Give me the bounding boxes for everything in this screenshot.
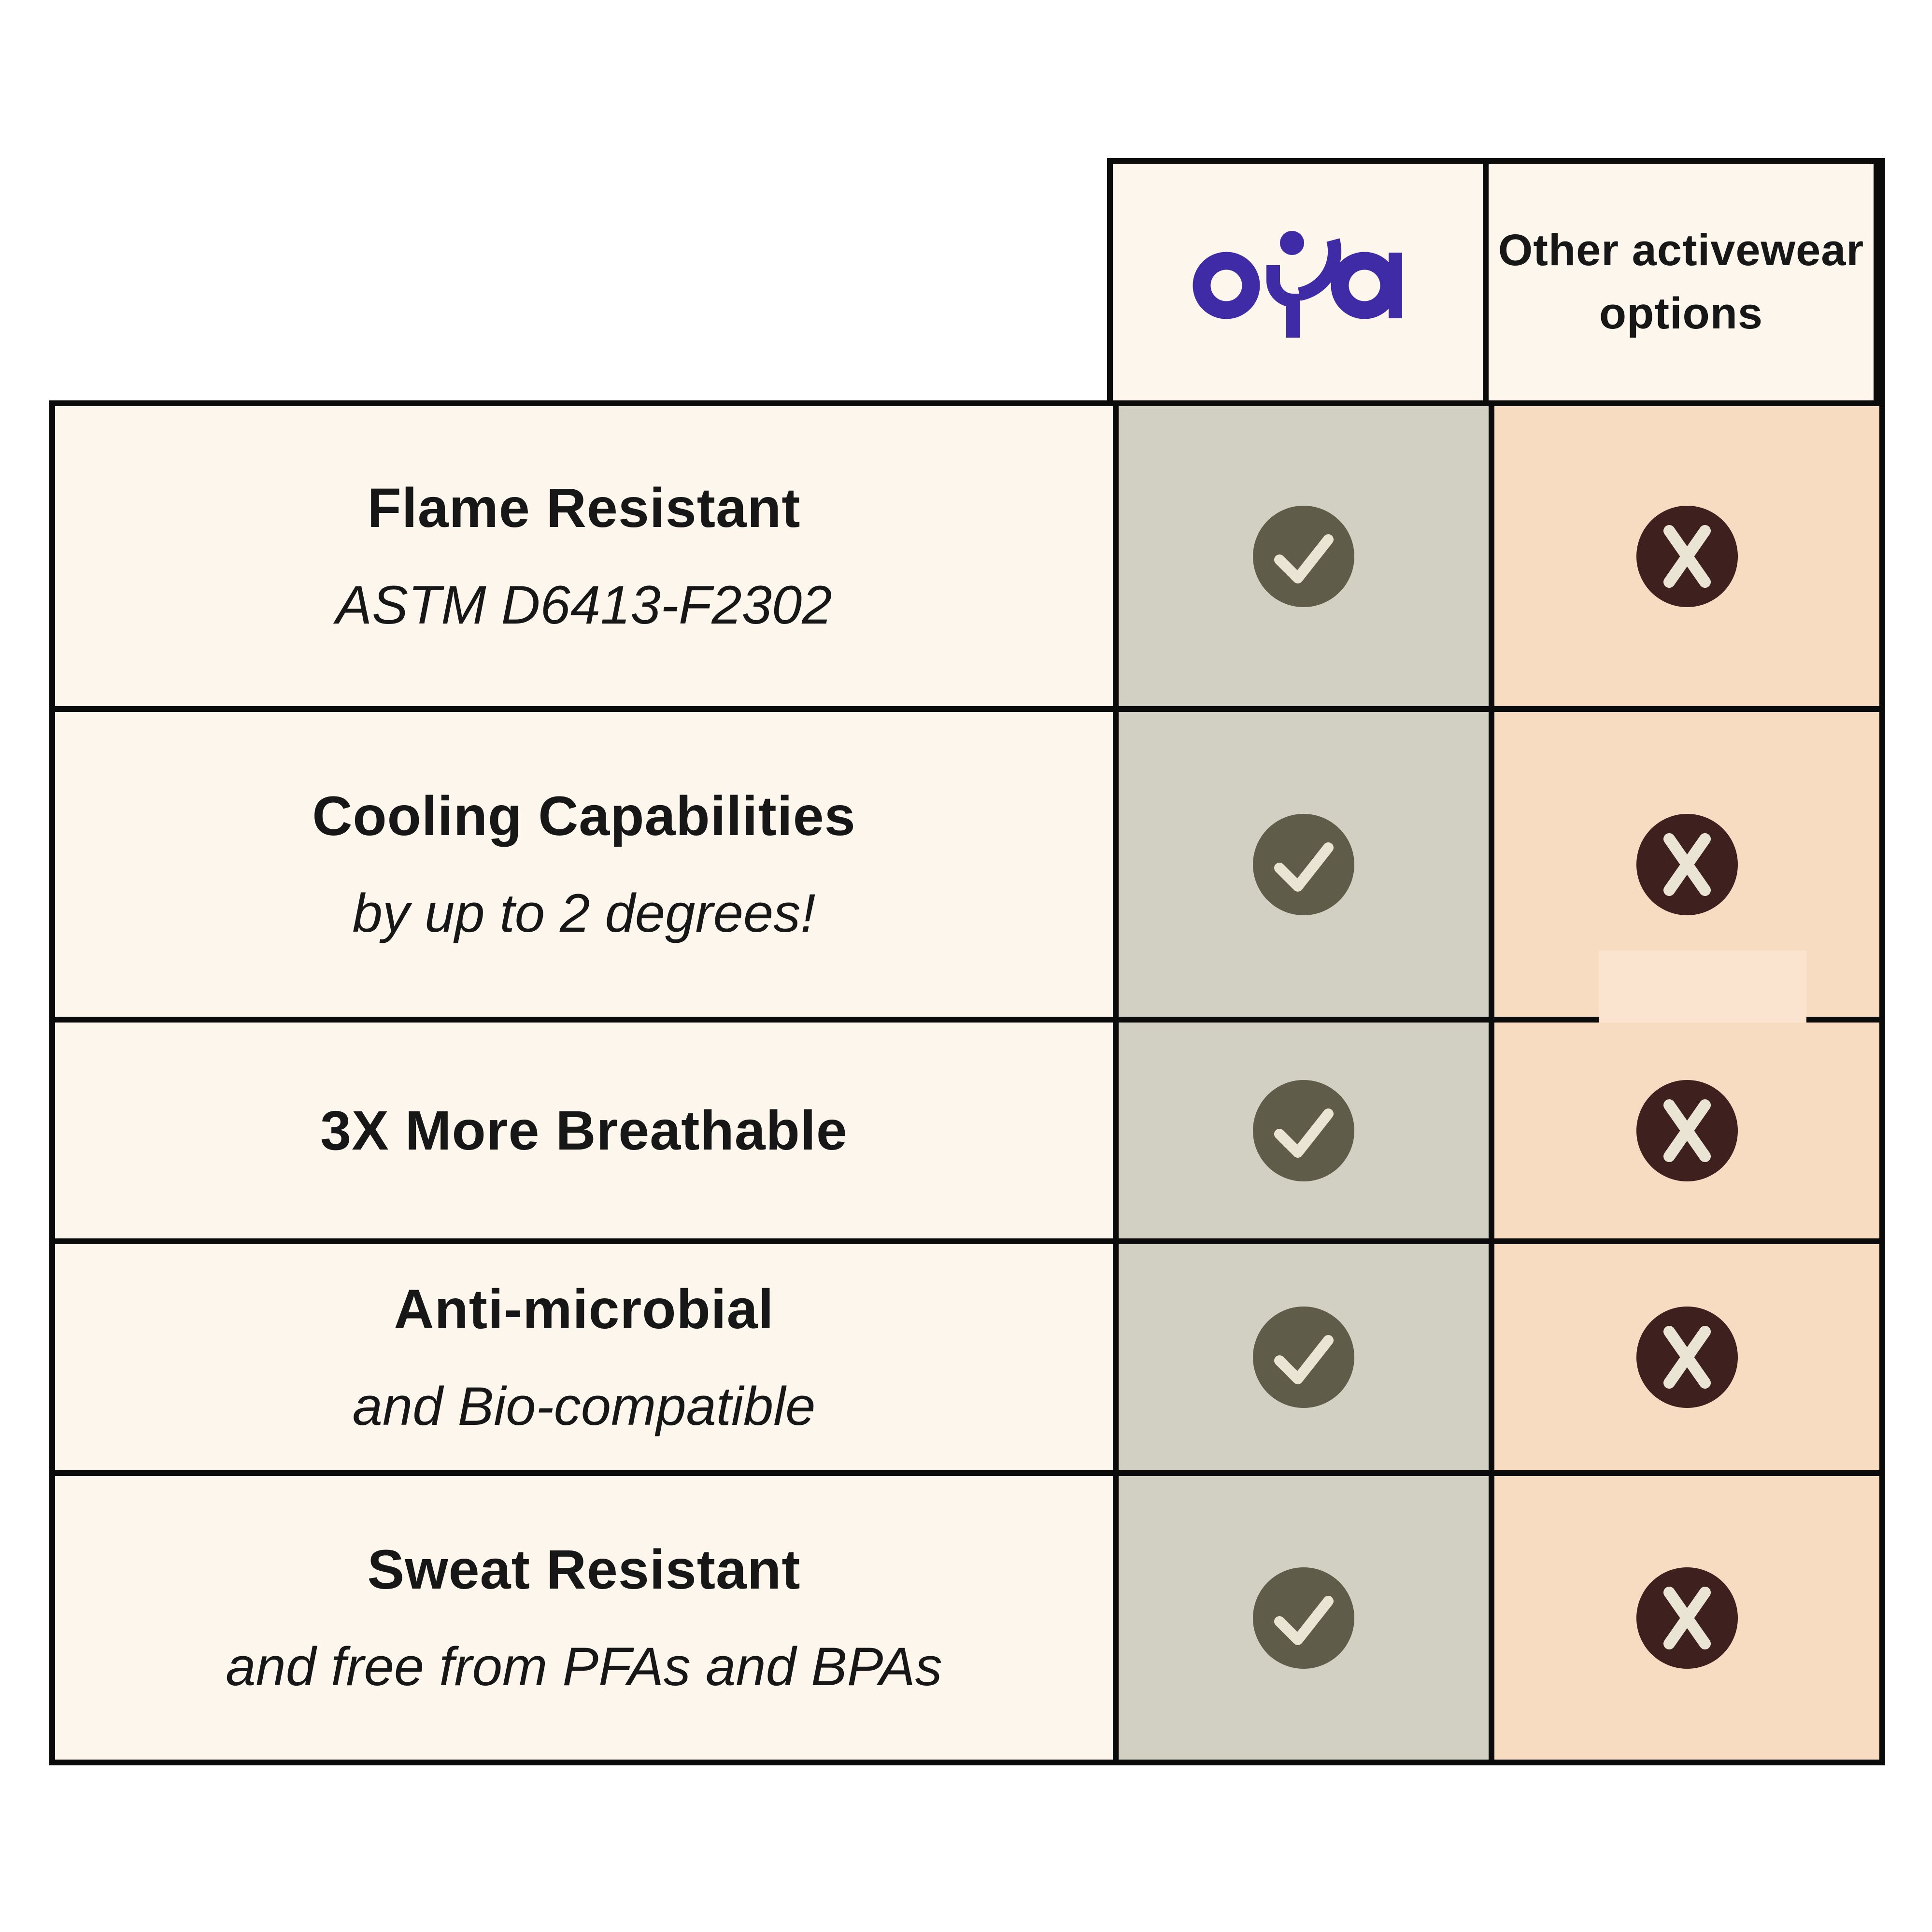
brand-value-cell	[1119, 1476, 1489, 1760]
header-brand-cell	[1113, 164, 1483, 400]
check-icon	[1253, 813, 1354, 915]
cross-icon	[1636, 813, 1738, 915]
check-icon	[1253, 1567, 1354, 1669]
brand-value-cell	[1119, 406, 1489, 706]
feature-title: 3X More Breathable	[320, 1099, 848, 1162]
table-header: Other activewear options	[1107, 158, 1885, 400]
cross-icon	[1636, 1307, 1738, 1408]
check-icon	[1253, 1080, 1354, 1181]
feature-title: Sweat Resistant	[367, 1539, 801, 1601]
feature-subtitle: and Bio-compatible	[352, 1376, 816, 1436]
feature-label-cell: Anti-microbial and Bio-compatible	[55, 1244, 1113, 1470]
brand-value-cell	[1119, 1244, 1489, 1470]
oya-logo	[1193, 231, 1402, 338]
print-artifact-patch	[1599, 951, 1806, 1023]
feature-label-cell: Sweat Resistant and free from PFAs and BP…	[55, 1476, 1113, 1760]
feature-title: Flame Resistant	[367, 477, 801, 539]
feature-title: Anti-microbial	[394, 1278, 774, 1340]
check-icon	[1253, 505, 1354, 607]
feature-subtitle: and free from PFAs and BPAs	[226, 1636, 942, 1697]
feature-label-cell: 3X More Breathable	[55, 1023, 1113, 1238]
feature-subtitle: ASTM D6413-F2302	[336, 575, 832, 635]
other-value-cell	[1494, 1244, 1879, 1470]
header-other-label: Other activewear options	[1498, 226, 1864, 338]
header-other-cell: Other activewear options	[1489, 164, 1874, 400]
other-value-cell	[1494, 1476, 1879, 1760]
other-value-cell	[1494, 712, 1879, 1017]
cross-icon	[1636, 505, 1738, 607]
feature-label-cell: Cooling Capabilities by up to 2 degrees!	[55, 712, 1113, 1017]
feature-subtitle: by up to 2 degrees!	[352, 883, 816, 943]
cross-icon	[1636, 1567, 1738, 1669]
check-icon	[1253, 1307, 1354, 1408]
other-value-cell	[1494, 406, 1879, 706]
other-value-cell	[1494, 1023, 1879, 1238]
brand-value-cell	[1119, 1023, 1489, 1238]
cross-icon	[1636, 1080, 1738, 1181]
feature-title: Cooling Capabilities	[312, 785, 856, 847]
brand-value-cell	[1119, 712, 1489, 1017]
